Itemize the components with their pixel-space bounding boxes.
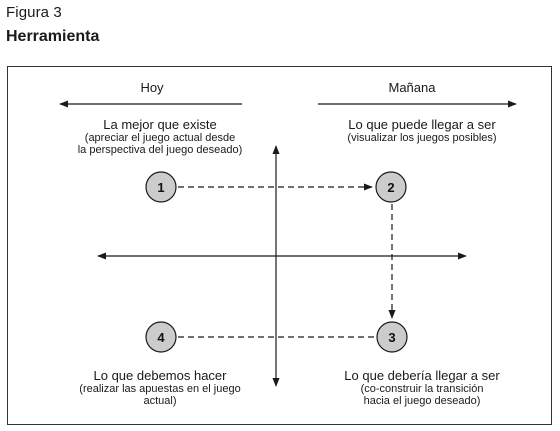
node-3-label: 3 [388,330,395,345]
node-2-label: 2 [387,180,394,195]
figure-title: Herramienta [6,28,100,45]
quadrant-top-left: La mejor que existe (apreciar el juego a… [40,117,280,156]
quadrant-top-right-subtitle-1: (visualizar los juegos posibles) [347,132,497,144]
quadrant-bottom-left-subtitle-1: (realizar las apuestas en el juego [79,383,241,395]
quadrant-bottom-left: Lo que debemos hacer (realizar las apues… [40,368,280,407]
quadrant-top-left-subtitle-1: (apreciar el juego actual desde [84,132,236,144]
header-hoy: Hoy [140,80,164,95]
node-2: 2 [375,171,407,203]
quadrant-bottom-left-title: Lo que debemos hacer [93,368,227,383]
quadrant-bottom-right-title: Lo que debería llegar a ser [344,368,500,383]
node-1-label: 1 [157,180,164,195]
node-1: 1 [145,171,177,203]
node-3: 3 [376,321,408,353]
node-4-label: 4 [157,330,165,345]
quadrant-top-right-title: Lo que puede llegar a ser [348,117,496,132]
header-manana: Mañana [388,80,436,95]
diagram-frame [7,66,552,425]
quadrant-bottom-right-subtitle-1: (co-construir la transición [360,383,484,395]
node-4: 4 [145,321,177,353]
quadrant-top-left-title: La mejor que existe [103,117,217,132]
quadrant-bottom-right-subtitle-2: hacia el juego deseado) [363,395,481,407]
quadrant-bottom-right: Lo que debería llegar a ser (co-construi… [302,368,542,407]
quadrant-top-right: Lo que puede llegar a ser (visualizar lo… [302,117,542,144]
figure-label: Figura 3 [6,4,62,21]
quadrant-top-left-subtitle-2: la perspectiva del juego deseado) [77,144,243,156]
quadrant-bottom-left-subtitle-2: actual) [143,395,177,407]
